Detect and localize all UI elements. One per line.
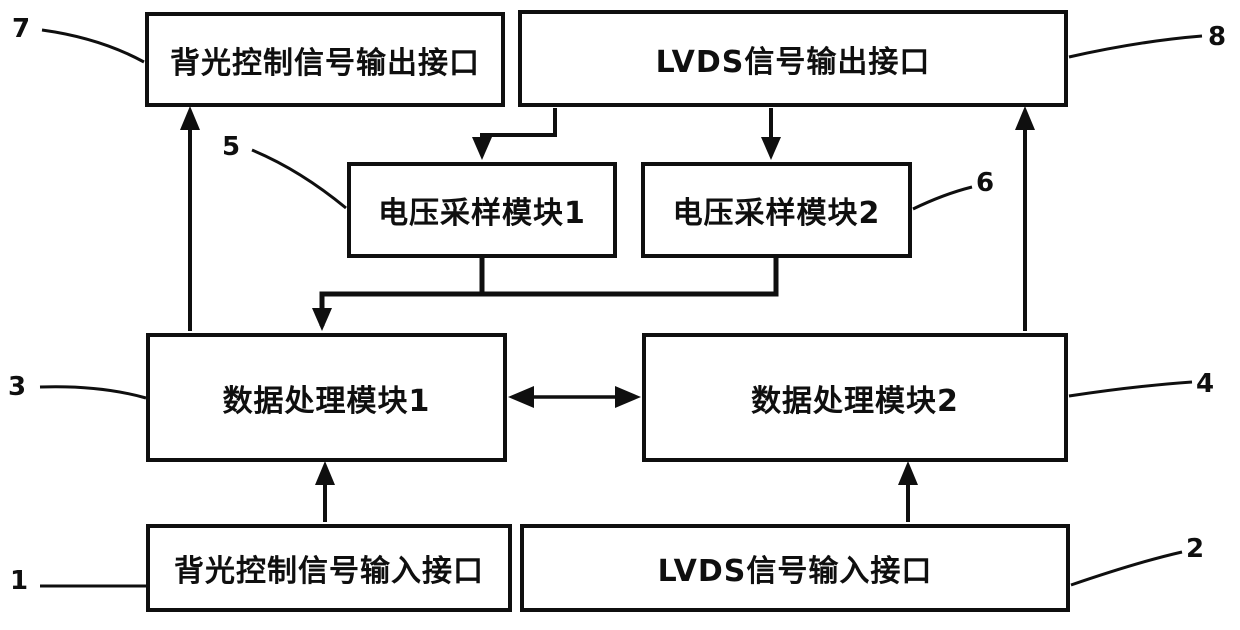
- block-data-processing-module-1: 数据处理模块1: [146, 333, 507, 462]
- ref-numeral-6: 6: [976, 168, 995, 198]
- leader-line-4: [1068, 380, 1193, 398]
- block-label: 背光控制信号输出接口: [170, 45, 480, 81]
- block-label: 数据处理模块2: [751, 383, 959, 419]
- leader-line-6: [912, 185, 973, 211]
- block-lvds-signal-input-interface: LVDS信号输入接口: [520, 524, 1070, 612]
- ref-numeral-2: 2: [1186, 534, 1205, 564]
- double-arrow-dproc1-dproc2-icon: [508, 386, 641, 408]
- leader-line-5: [251, 148, 347, 210]
- block-label: 数据处理模块1: [222, 383, 431, 419]
- arrow-backlight-in-to-dproc1-icon: [315, 461, 335, 522]
- leader-line-2: [1070, 550, 1183, 587]
- leader-line-8: [1068, 34, 1203, 59]
- ref-numeral-3: 3: [8, 372, 27, 402]
- ref-numeral-4: 4: [1196, 369, 1215, 399]
- block-label: LVDS信号输出接口: [655, 44, 931, 80]
- arrow-vsample-bus-to-dproc1-icon: [312, 256, 779, 331]
- arrow-dproc2-to-lvds-out-icon: [1015, 106, 1035, 331]
- block-backlight-control-signal-output-interface: 背光控制信号输出接口: [145, 12, 505, 107]
- block-lvds-signal-output-interface: LVDS信号输出接口: [518, 10, 1068, 107]
- block-label: 背光控制信号输入接口: [174, 554, 484, 589]
- block-label: LVDS信号输入接口: [657, 554, 933, 589]
- block-label: 电压采样模块1: [378, 196, 586, 231]
- arrow-dproc1-to-backlight-out-icon: [180, 106, 200, 331]
- arrow-lvds-out-to-vsample2-icon: [761, 108, 781, 160]
- block-backlight-control-signal-input-interface: 背光控制信号输入接口: [146, 524, 512, 612]
- ref-numeral-8: 8: [1208, 22, 1227, 52]
- leader-line-3: [39, 385, 147, 400]
- arrow-lvds-out-to-vsample1-icon: [472, 108, 557, 160]
- block-voltage-sampling-module-1: 电压采样模块1: [347, 162, 617, 258]
- block-voltage-sampling-module-2: 电压采样模块2: [641, 162, 912, 258]
- leader-line-7: [41, 28, 145, 64]
- block-label: 电压采样模块2: [672, 196, 881, 231]
- arrow-lvds-in-to-dproc2-icon: [898, 461, 918, 522]
- ref-numeral-7: 7: [12, 14, 31, 44]
- ref-numeral-1: 1: [10, 566, 29, 596]
- ref-numeral-5: 5: [222, 132, 241, 162]
- block-data-processing-module-2: 数据处理模块2: [642, 333, 1068, 462]
